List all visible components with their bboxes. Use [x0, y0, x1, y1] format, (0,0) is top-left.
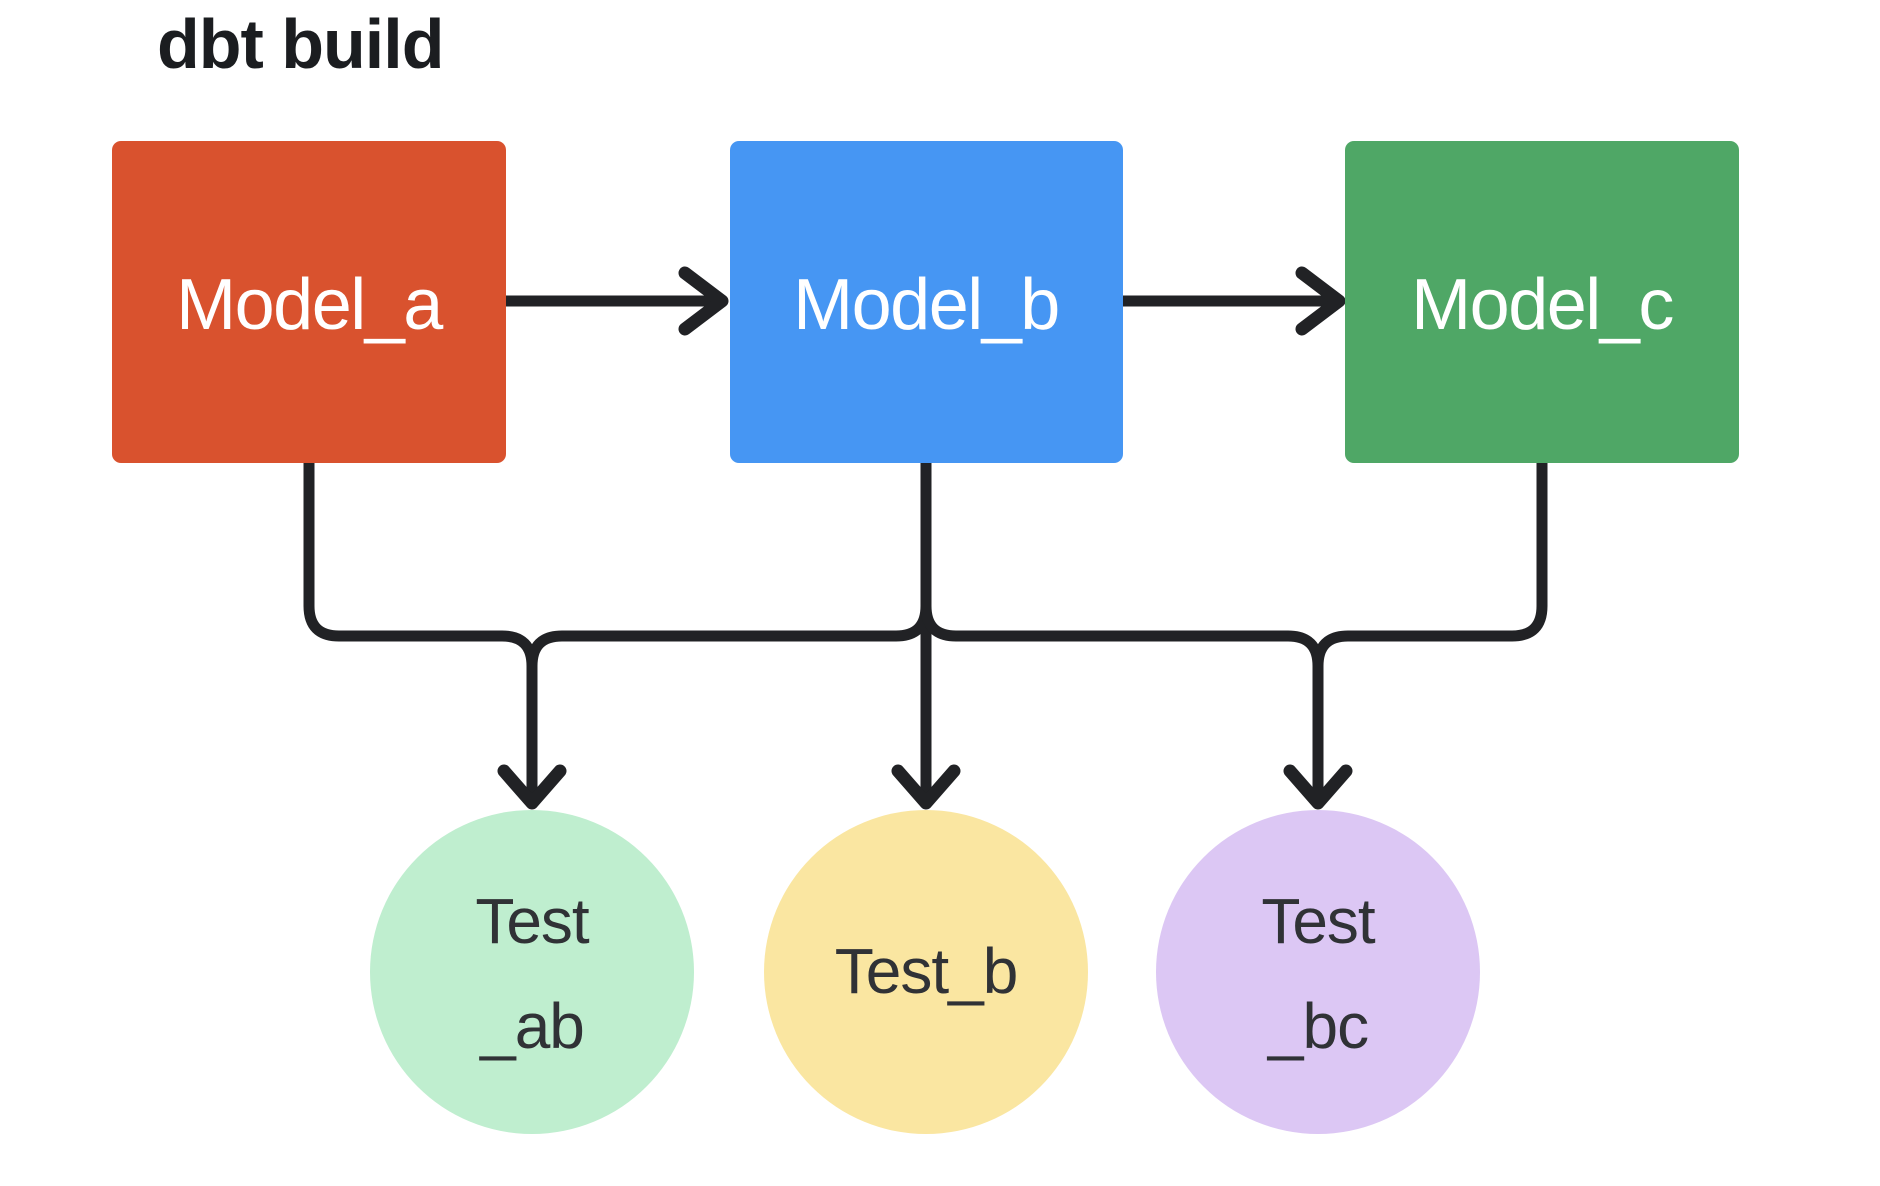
- node-test-b: Test_b: [764, 810, 1088, 1134]
- arrowhead-into-test-b: [891, 764, 961, 810]
- arrowhead-into-test-bc: [1283, 764, 1353, 810]
- model-b-label: Model_b: [793, 265, 1059, 345]
- test-ab-label-line1: Test: [475, 885, 590, 957]
- test-ab-label-line2: _ab: [479, 990, 584, 1062]
- model-c-box: [1345, 141, 1739, 463]
- test-bc-circle: [1156, 810, 1480, 1134]
- test-b-circle: [764, 810, 1088, 1134]
- test-bc-label-line2: _bc: [1267, 990, 1368, 1062]
- diagram-title: dbt build: [157, 5, 443, 83]
- node-model-a: Model_a: [112, 141, 506, 463]
- model-c-label: Model_c: [1411, 265, 1673, 345]
- arrowheads: [497, 266, 1353, 810]
- test-b-label: Test_b: [835, 935, 1018, 1007]
- test-bc-label-line1: Test: [1261, 885, 1376, 957]
- model-a-box: [112, 141, 506, 463]
- node-test-ab: Test _ab: [370, 810, 694, 1134]
- model-a-label: Model_a: [176, 265, 444, 345]
- model-b-box: [730, 141, 1123, 463]
- arrowhead-into-model-c: [1295, 266, 1346, 336]
- node-model-b: Model_b: [730, 141, 1123, 463]
- edge-model-b-to-test-ab: [526, 457, 932, 809]
- arrowhead-into-model-b: [678, 266, 729, 336]
- node-test-bc: Test _bc: [1156, 810, 1480, 1134]
- edge-lines: [303, 295, 1548, 809]
- edge-model-c-to-test-bc: [1312, 457, 1548, 809]
- node-model-c: Model_c: [1345, 141, 1739, 463]
- arrowhead-into-test-ab: [497, 764, 567, 810]
- edge-model-b-to-test-bc: [920, 457, 1324, 809]
- edge-model-a-to-test-ab: [303, 457, 538, 809]
- test-ab-circle: [370, 810, 694, 1134]
